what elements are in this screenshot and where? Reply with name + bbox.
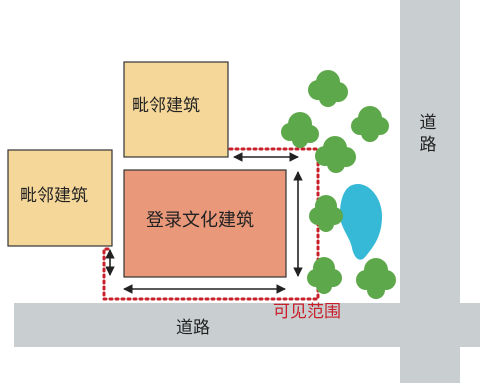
neighbor-building-top <box>123 61 229 158</box>
tree-icon <box>308 70 348 107</box>
main-building <box>123 169 287 278</box>
neighbor-building-left-label: 毗邻建筑 <box>20 186 88 206</box>
neighbor-building-left <box>7 149 113 247</box>
tree-icon <box>309 195 343 232</box>
tree-icon <box>351 106 389 142</box>
visible-range-label: 可见范围 <box>273 302 341 322</box>
visible-range-boundary <box>102 147 320 301</box>
road-right-label: 道路 <box>419 113 437 155</box>
tree-icon <box>356 258 396 299</box>
tree-icon <box>307 257 342 294</box>
tree-icon <box>315 136 356 173</box>
pond-icon <box>339 184 382 260</box>
tree-icon <box>281 112 319 148</box>
main-building-label: 登录文化建筑 <box>146 210 254 231</box>
road-horizontal <box>14 303 480 347</box>
road-bottom-label: 道路 <box>176 318 210 338</box>
neighbor-building-top-label: 毗邻建筑 <box>132 96 200 116</box>
